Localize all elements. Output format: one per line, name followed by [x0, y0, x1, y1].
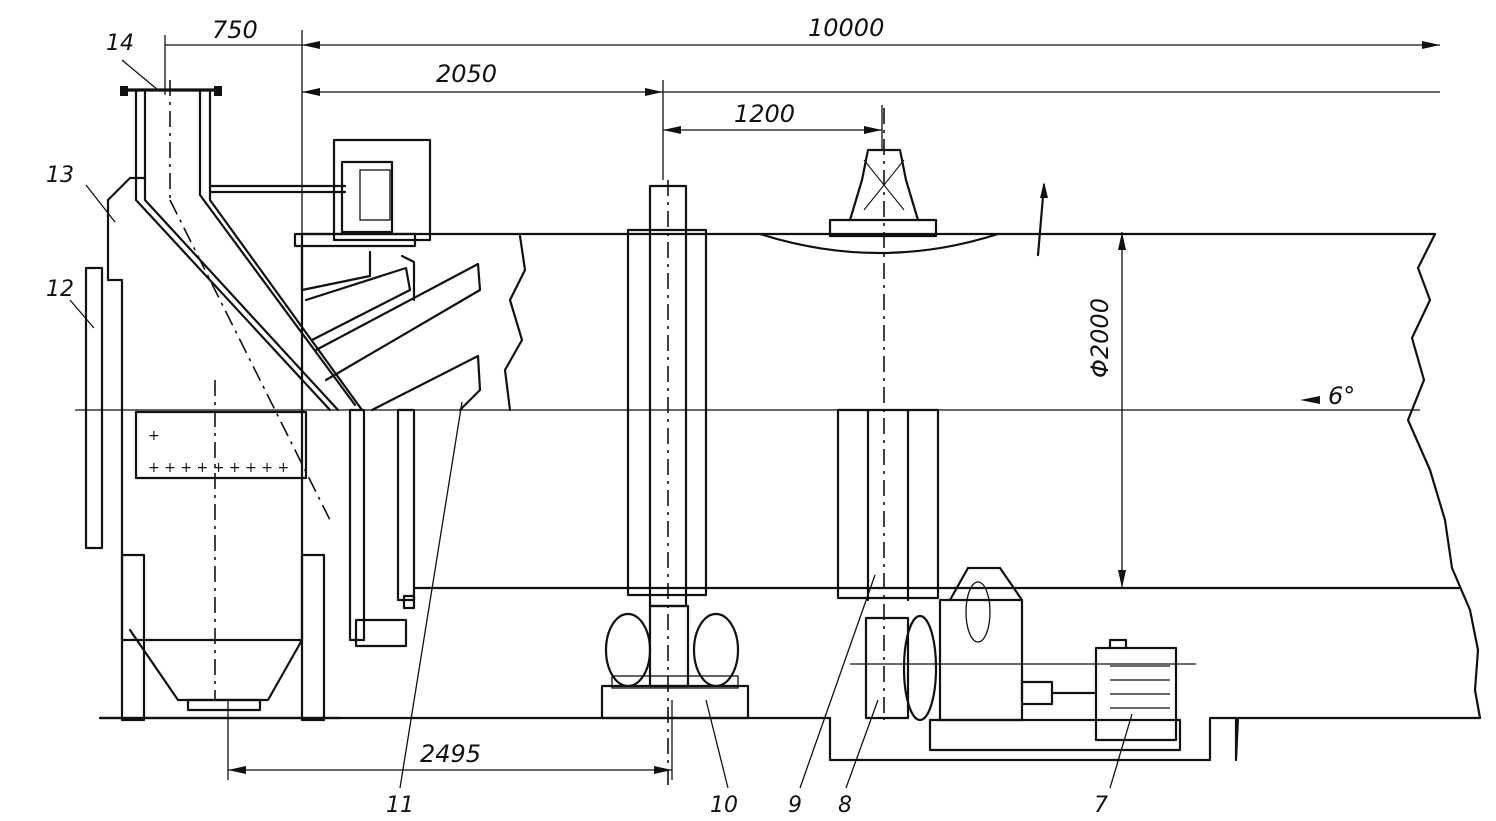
feed-hood: + + + + + + + + + +: [84, 176, 342, 722]
dim-inlet-offset: 750: [212, 16, 258, 44]
support-tyre: [600, 180, 750, 790]
callout-13: 13: [46, 163, 74, 188]
callout-11: 11: [386, 793, 414, 818]
svg-text:+: +: [148, 428, 160, 444]
girth-gear: [836, 108, 940, 722]
callout-12: 12: [46, 277, 74, 302]
foundation: [98, 716, 1482, 762]
svg-text:+ + + + + + + + +: + + + + + + + + +: [148, 460, 289, 476]
gear-guard: [758, 148, 1048, 257]
dim-slope: 6°: [1328, 382, 1355, 410]
lifting-flights: [300, 244, 482, 412]
dim-ring-to-gear: 1200: [734, 100, 795, 128]
callout-7: 7: [1094, 793, 1108, 818]
dim-to-support-ring: 2050: [436, 60, 497, 88]
dim-diameter: Φ2000: [1086, 298, 1114, 378]
dim-to-roller-axis: 2495: [420, 740, 481, 768]
callout-8: 8: [838, 793, 852, 818]
seal-cylinders: [348, 408, 416, 648]
drive-unit: [850, 566, 1196, 752]
callout-14: 14: [106, 31, 134, 56]
seal-drive: [208, 138, 432, 248]
drum-shell: [75, 232, 1482, 720]
dimension-lines: [164, 30, 1440, 780]
callout-9: 9: [788, 793, 802, 818]
leader-lines: [69, 59, 1133, 789]
dim-total-length: 10000: [808, 14, 884, 42]
feed-chute: [120, 80, 364, 521]
callout-10: 10: [710, 793, 738, 818]
